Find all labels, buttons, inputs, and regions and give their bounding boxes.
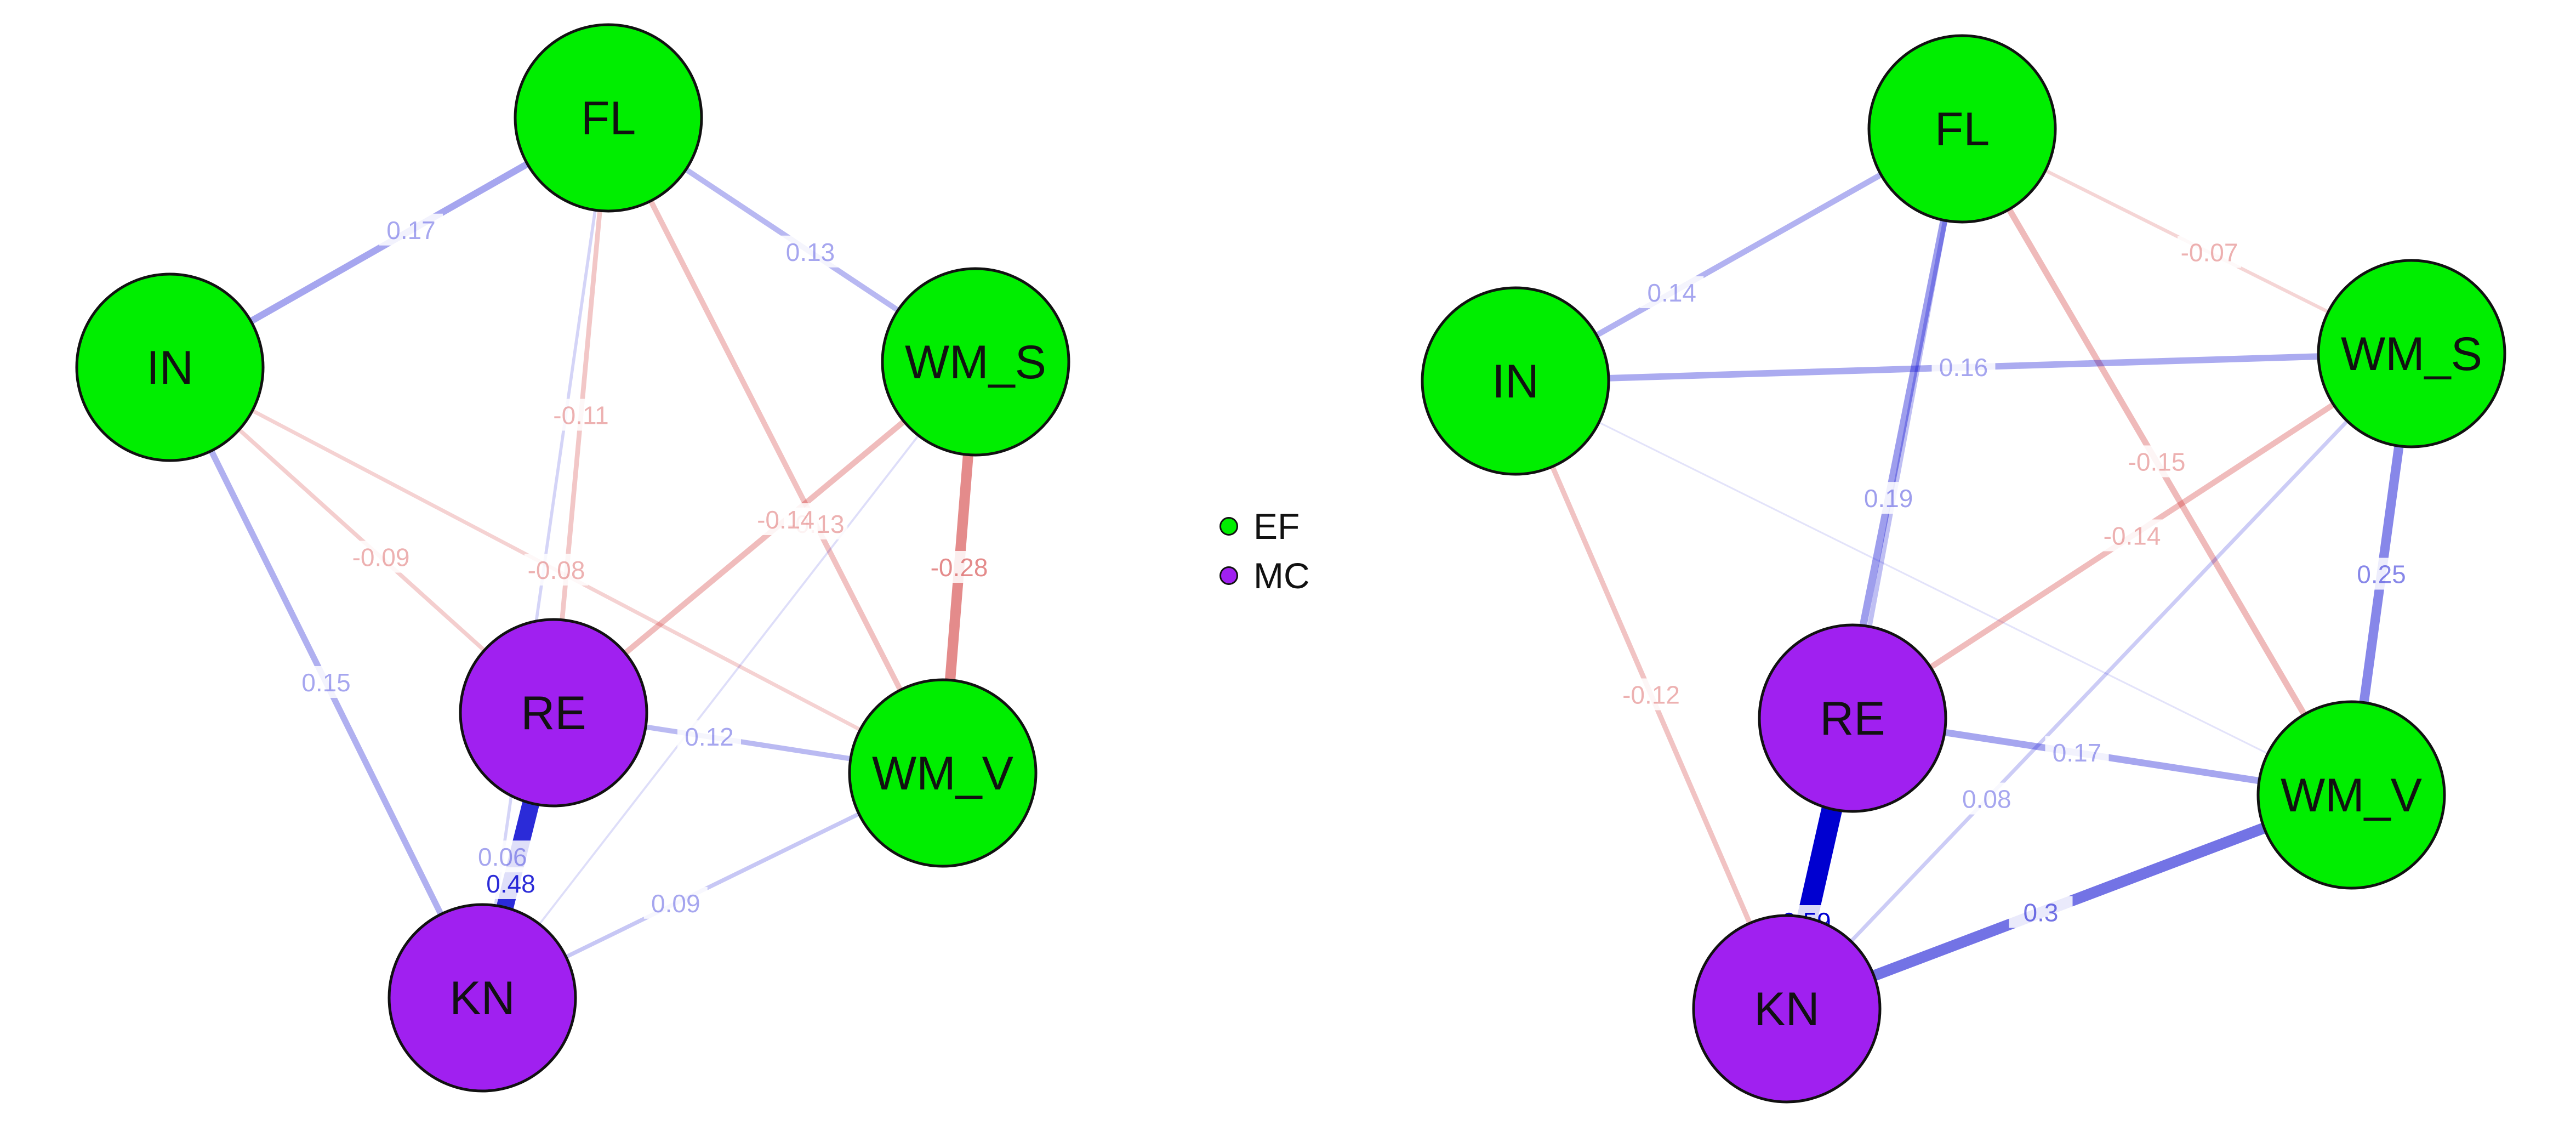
edge-label: 0.08 (1962, 785, 2011, 814)
edge-label: 0.17 (386, 216, 436, 245)
node-label: FL (1935, 103, 1990, 156)
edge-label-bg (2125, 445, 2189, 478)
node-wm-s (881, 267, 1070, 457)
edge-label-bg (349, 541, 413, 573)
edge-label: 0.13 (786, 238, 835, 266)
edge-label: -0.15 (2128, 448, 2186, 476)
nodes: FL IN WM_S RE WM_V KN (75, 23, 1070, 1093)
node-label: WM_V (2281, 769, 2422, 822)
node-in (1421, 286, 1610, 476)
edge-label: -0.11 (553, 401, 608, 430)
legend: EF MC (1219, 502, 1310, 600)
node-label: WM_S (905, 336, 1046, 389)
edge-label-bg (1640, 276, 1704, 308)
edge-label: -0.28 (931, 553, 988, 582)
node-wm-v (2256, 700, 2446, 890)
edge-label: 0.48 (486, 869, 535, 898)
edge-label-bg (470, 840, 534, 873)
node-in (75, 272, 265, 462)
edge-label: 0.14 (1647, 279, 1696, 307)
network-left: 0.170.13-0.110.06-0.13-0.09-0.080.15-0.1… (75, 23, 1070, 1093)
node-fl (1867, 34, 2057, 224)
edge-fl-wm_v (606, 115, 945, 776)
edge-label: -0.14 (757, 505, 814, 534)
edge-label-bg (549, 399, 613, 431)
node-kn (1692, 914, 1882, 1104)
node-re (1758, 623, 1947, 813)
edge-label-bg (754, 503, 818, 535)
node-label: WM_S (2341, 328, 2482, 380)
edges (1512, 125, 2417, 1019)
edge-label-bg (778, 235, 842, 268)
node-label: RE (1820, 692, 1885, 745)
edge-label: 0.16 (1939, 353, 1988, 382)
edge-label-bg (677, 720, 741, 752)
legend-label-ef: EF (1253, 506, 1300, 547)
legend-item-ef: EF (1219, 502, 1310, 551)
edge-label-bg (1619, 678, 1683, 711)
edge-label: -0.12 (1622, 681, 1680, 709)
edge-label: -0.09 (352, 543, 410, 572)
node-label: IN (1492, 355, 1539, 408)
network-right: 0.14-0.070.190.11-0.150.16-0.12-0.140.25… (1421, 34, 2506, 1104)
edge-in-wm_v (1514, 380, 2352, 796)
node-wm-s (2317, 259, 2506, 448)
edge-label-bg (2045, 736, 2109, 768)
edge-fl-re (1850, 126, 1965, 721)
node-label: RE (521, 687, 586, 740)
edge-label: 0.09 (651, 889, 700, 918)
node-kn (387, 903, 577, 1093)
node-fl (514, 23, 703, 213)
legend-swatch-mc (1219, 566, 1238, 585)
edge-label-bg (927, 551, 991, 583)
node-label: KN (1754, 983, 1819, 1036)
node-label: WM_V (872, 747, 1013, 800)
edge-label: 0.3 (2024, 899, 2059, 927)
edge-label-bg (379, 213, 443, 246)
edge-label-bg (294, 666, 358, 698)
node-label: FL (581, 92, 636, 145)
nodes: FL IN WM_S RE WM_V KN (1421, 34, 2506, 1104)
edge-label-bg (479, 867, 543, 899)
node-label: IN (146, 342, 193, 394)
node-wm-v (848, 678, 1038, 868)
edge-label-bg (525, 554, 588, 586)
edge-label-bg (2009, 896, 2073, 928)
edge-label: 0.12 (685, 723, 734, 751)
edge-label-bg (2350, 558, 2413, 590)
edge-wm_s-kn (481, 361, 977, 999)
edge-label: -0.14 (2104, 522, 2161, 550)
node-label: KN (449, 972, 515, 1025)
node-re (459, 618, 648, 808)
edge-label-bg (1954, 782, 2019, 815)
edge-label-bg (643, 886, 708, 919)
edge-labels: 0.170.13-0.110.06-0.13-0.09-0.080.15-0.1… (294, 213, 991, 919)
edge-label: -0.08 (528, 556, 585, 584)
edge-label: 0.25 (2357, 560, 2406, 589)
edge-label: 0.17 (2053, 738, 2102, 767)
edge-label-bg (2100, 519, 2164, 552)
legend-swatch-ef (1219, 517, 1238, 536)
edge-wm_s-kn (1785, 351, 2414, 1011)
edge-label: 0.15 (301, 668, 351, 697)
edge-label-bg (1931, 351, 1996, 383)
edge-label-bg (1856, 482, 1920, 514)
legend-item-mc: MC (1219, 551, 1310, 600)
edge-label: 0.06 (478, 843, 527, 871)
edge-label-bg (2178, 236, 2241, 268)
edge-label: 0.19 (1864, 484, 1913, 513)
edge-label: -0.07 (2181, 238, 2238, 267)
legend-label-mc: MC (1253, 555, 1310, 596)
